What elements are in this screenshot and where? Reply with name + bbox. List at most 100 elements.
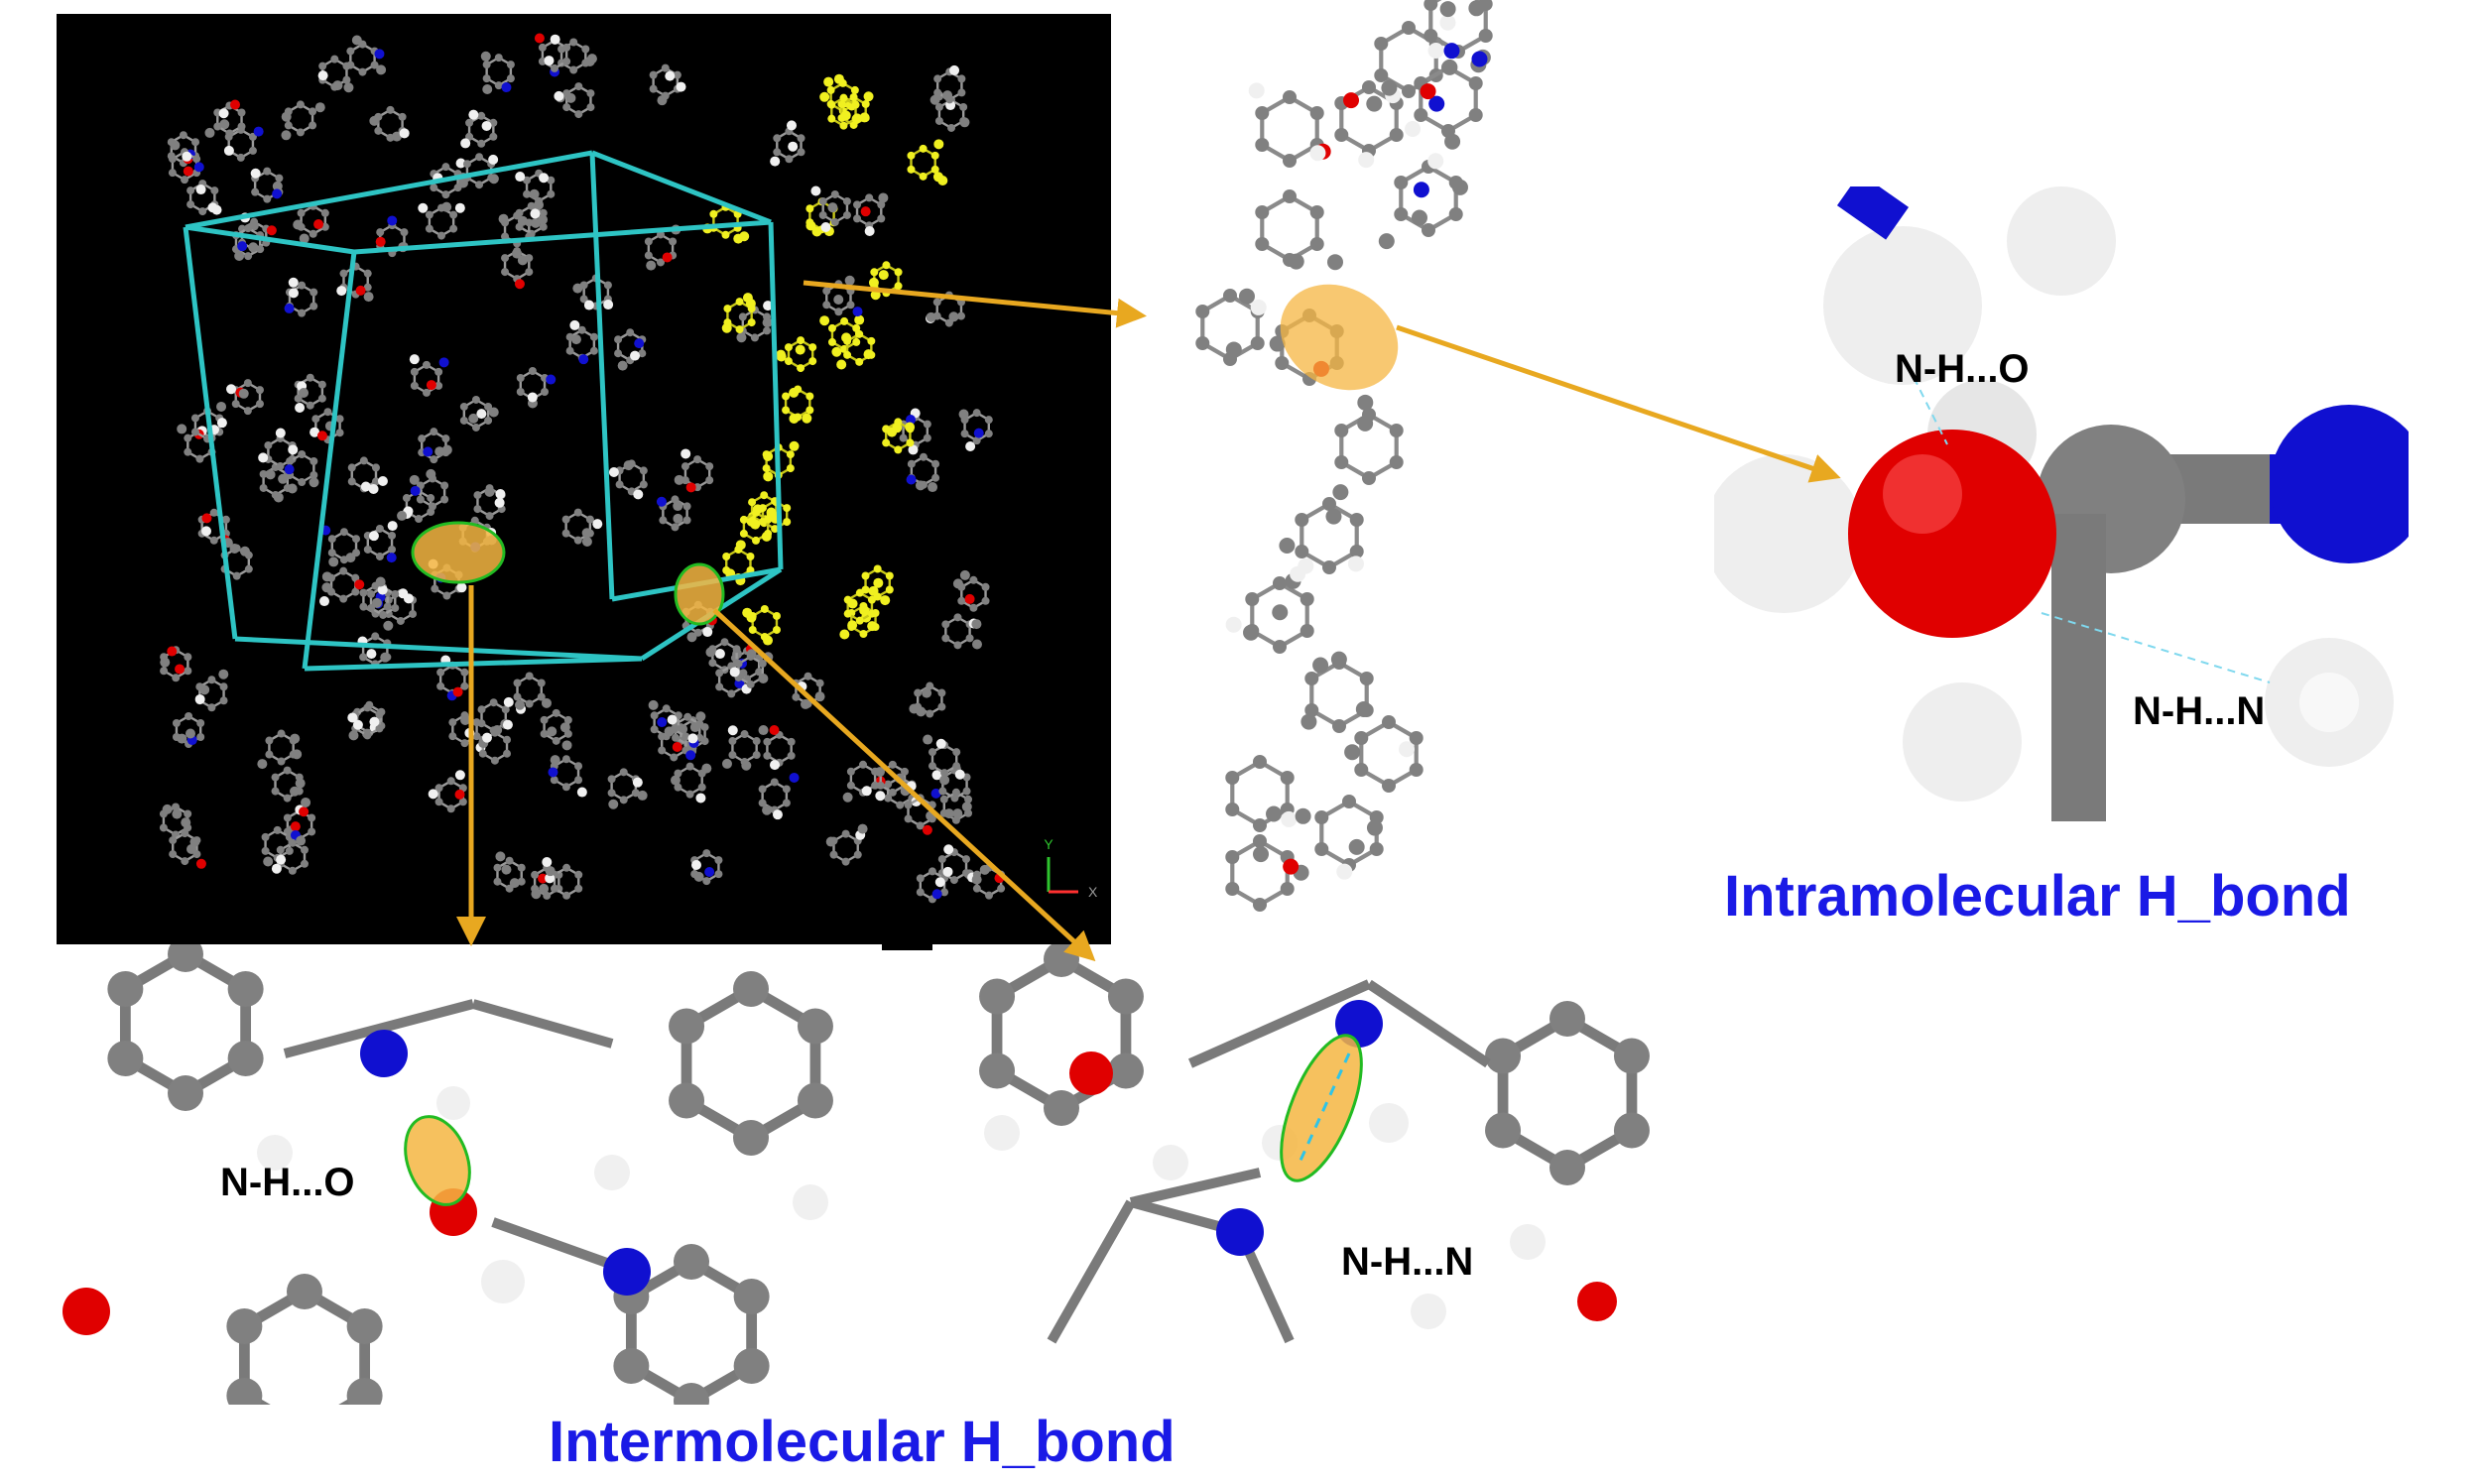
atom	[1381, 79, 1398, 96]
hydrogen-atom	[1510, 1224, 1546, 1260]
atom	[379, 610, 388, 619]
atom	[844, 275, 855, 286]
atom	[259, 469, 268, 478]
atom	[957, 596, 966, 605]
atom	[569, 38, 578, 47]
atom	[505, 856, 514, 865]
atom	[363, 703, 372, 712]
atom	[1300, 592, 1314, 606]
atom	[460, 714, 471, 725]
atom	[738, 312, 747, 321]
atom	[465, 118, 474, 127]
atom	[638, 349, 647, 358]
atom	[481, 120, 492, 131]
atom	[559, 722, 570, 733]
atom	[822, 287, 831, 296]
atom	[523, 189, 532, 198]
atom	[648, 699, 659, 710]
unit-cell-edge	[234, 636, 643, 662]
atom	[368, 483, 379, 494]
atom	[607, 789, 616, 798]
atom	[211, 204, 222, 215]
oxygen-atom	[1848, 430, 2056, 638]
atom	[923, 433, 931, 442]
atom	[574, 762, 583, 771]
atom	[1378, 233, 1395, 250]
atom	[1366, 95, 1383, 112]
atom	[288, 444, 299, 455]
atom	[979, 978, 1016, 1015]
atom	[244, 224, 253, 233]
atom	[1283, 154, 1297, 168]
atom	[952, 578, 963, 589]
atom	[475, 153, 484, 162]
atom	[894, 445, 903, 454]
atom	[184, 447, 192, 456]
atom	[808, 357, 817, 366]
atom	[1354, 763, 1369, 777]
atom	[916, 874, 925, 883]
atom	[468, 413, 479, 424]
atom	[965, 634, 974, 643]
atom	[623, 460, 634, 471]
atom	[181, 176, 189, 185]
atom	[569, 319, 580, 330]
atom	[170, 140, 181, 151]
atom	[773, 134, 782, 143]
atom	[861, 571, 870, 580]
atom	[827, 337, 836, 346]
unit-cell-edge	[185, 224, 355, 255]
atom	[492, 724, 503, 735]
atom	[475, 181, 484, 189]
atom	[969, 603, 978, 612]
atom	[1304, 672, 1319, 685]
atom	[672, 741, 682, 752]
atom	[195, 454, 204, 463]
atom	[763, 635, 774, 646]
atom	[236, 153, 245, 162]
atom	[298, 477, 307, 486]
atom	[299, 387, 310, 398]
atom	[770, 778, 779, 787]
atom	[841, 829, 850, 838]
atom	[501, 864, 512, 875]
atom	[309, 229, 317, 238]
atom	[263, 167, 272, 176]
atom	[321, 571, 332, 582]
atom	[309, 107, 317, 116]
atom	[292, 749, 303, 760]
atom	[431, 584, 439, 593]
atom	[248, 146, 257, 155]
atom	[937, 855, 946, 864]
atom	[906, 415, 917, 426]
atom	[539, 883, 550, 894]
atom	[516, 388, 525, 397]
atom	[714, 649, 725, 660]
atom	[295, 402, 306, 413]
atom	[720, 638, 729, 647]
atom	[673, 501, 683, 512]
atom	[425, 210, 433, 219]
atom	[739, 529, 748, 538]
atom	[422, 388, 431, 397]
atom	[276, 854, 287, 865]
atom	[929, 94, 940, 105]
atom	[227, 971, 264, 1007]
atom	[763, 301, 774, 311]
atom	[822, 301, 831, 309]
atom	[327, 535, 336, 544]
atom	[928, 748, 936, 757]
intermolecular-nhn-panel	[932, 944, 1746, 1401]
atom	[857, 823, 868, 834]
atom	[1448, 207, 1463, 221]
atom	[589, 332, 598, 341]
atom	[721, 322, 732, 333]
atom	[728, 737, 737, 746]
atom	[375, 576, 386, 587]
atom	[870, 268, 879, 277]
hydrogen-atom	[1823, 226, 1982, 385]
atom	[261, 832, 270, 841]
atom	[1243, 624, 1260, 641]
atom	[830, 217, 839, 226]
atom	[1399, 741, 1416, 758]
